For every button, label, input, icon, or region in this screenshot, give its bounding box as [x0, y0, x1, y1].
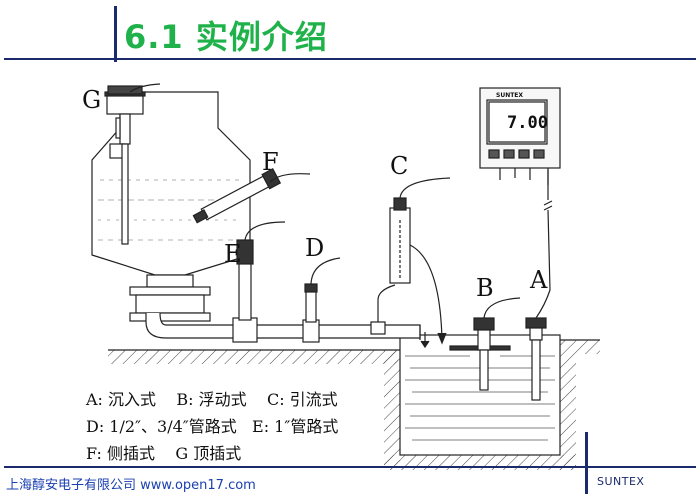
page-title: 6.1 实例介绍: [124, 18, 328, 56]
label-e: E: [224, 240, 242, 268]
label-f: F: [262, 148, 279, 176]
meter-display: 7.00: [507, 113, 548, 133]
legend-line-3: F: 侧插式 G 顶插式: [86, 444, 242, 463]
footer-brand: SUNTEX: [597, 475, 645, 488]
tank-wall-left: [384, 350, 400, 470]
footer-vertical-bar: [585, 432, 588, 494]
label-d: D: [305, 234, 324, 262]
meter-brand: SUNTEX: [496, 92, 523, 99]
label-a: A: [529, 266, 548, 294]
header-rule: [4, 58, 696, 60]
label-b: B: [476, 274, 494, 302]
footer-company: 上海醇安电子有限公司 www.open17.com: [6, 478, 256, 493]
tank-wall-right: [560, 340, 576, 470]
ground-hatch-left: [108, 350, 398, 364]
label-g: G: [82, 86, 101, 114]
legend-line-2: D: 1/2″、3/4″管路式 E: 1″管路式: [86, 417, 339, 436]
legend-line-1: A: 沉入式 B: 浮动式 C: 引流式: [86, 390, 338, 409]
header-vertical-bar: [114, 6, 117, 62]
label-c: C: [390, 152, 408, 180]
footer-rule: [4, 466, 696, 468]
